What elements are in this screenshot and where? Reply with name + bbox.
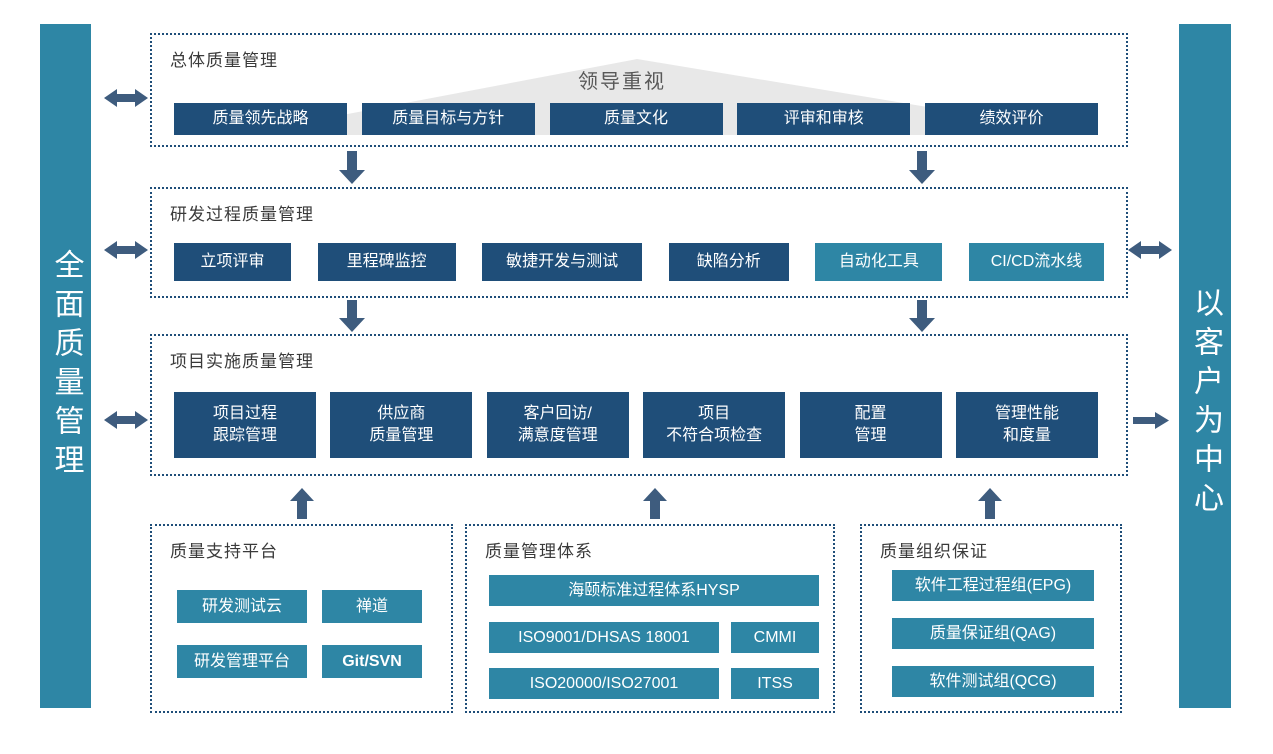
project-item: 配置 管理: [799, 392, 942, 458]
down-arrow-icon: [909, 151, 935, 184]
support-item: 研发管理平台: [177, 645, 307, 678]
mgmt-standard-item: ISO9001/DHSAS 18001: [489, 622, 719, 653]
panel-mgmt-title: 质量管理体系: [485, 542, 593, 561]
project-item-line: 满意度管理: [517, 427, 598, 444]
project-items-row: 项目过程 跟踪管理 供应商 质量管理 客户回访/ 满意度管理 项目 不符合项检查…: [174, 392, 1098, 458]
rd-items-row: 立项评审 里程碑监控 敏捷开发与测试 缺陷分析 自动化工具 CI/CD流水线: [174, 243, 1104, 281]
project-item-line: 客户回访/: [523, 405, 592, 423]
panel-overall-title: 总体质量管理: [170, 51, 278, 70]
bidirectional-arrow-icon: [104, 411, 148, 429]
rd-item-tool: CI/CD流水线: [968, 243, 1104, 281]
bidirectional-arrow-icon: [1128, 241, 1172, 259]
mgmt-standard-item: ISO20000/ISO27001: [489, 668, 719, 699]
project-item-line: 跟踪管理: [212, 427, 277, 444]
overall-item: 质量文化: [549, 103, 723, 135]
panel-project-impl: 项目实施质量管理 项目过程 跟踪管理 供应商 质量管理 客户回访/ 满意度管理 …: [150, 334, 1128, 476]
left-vertical-banner: 全面质量管理: [40, 24, 91, 708]
project-item-line: 项目过程: [212, 405, 277, 423]
leadership-banner-label: 领导重视: [578, 71, 666, 93]
project-item: 管理性能 和度量: [955, 392, 1098, 458]
up-arrow-icon: [290, 488, 314, 519]
support-item: 禅道: [322, 590, 422, 623]
down-arrow-icon: [339, 300, 365, 332]
project-item: 供应商 质量管理: [330, 392, 473, 458]
rd-item: 立项评审: [174, 243, 291, 281]
project-item: 项目过程 跟踪管理: [174, 392, 316, 458]
mgmt-standard-item: CMMI: [731, 622, 819, 653]
panel-rd-process: 研发过程质量管理 立项评审 里程碑监控 敏捷开发与测试 缺陷分析 自动化工具 C…: [150, 187, 1128, 298]
rd-item: 里程碑监控: [317, 243, 456, 281]
bidirectional-arrow-icon: [104, 89, 148, 107]
panel-rd-title: 研发过程质量管理: [170, 205, 314, 224]
mgmt-standard-item: ITSS: [731, 668, 819, 699]
project-item-line: 管理性能: [994, 405, 1059, 423]
down-arrow-icon: [339, 151, 365, 184]
project-item-line: 和度量: [1002, 427, 1051, 444]
panel-overall-quality: 总体质量管理 领导重视 质量领先战略 质量目标与方针 质量文化 评审和审核 绩效…: [150, 33, 1128, 147]
overall-item: 评审和审核: [737, 103, 911, 135]
right-arrow-icon: [1133, 412, 1169, 429]
project-item-line: 质量管理: [369, 427, 434, 444]
overall-item: 质量目标与方针: [361, 103, 535, 135]
panel-mgmt-system: 质量管理体系 海颐标准过程体系HYSP ISO9001/DHSAS 18001 …: [465, 524, 835, 713]
panel-support-platform: 质量支持平台 研发测试云 禅道 研发管理平台 Git/SVN: [150, 524, 453, 713]
project-item-line: 管理: [854, 427, 887, 444]
panel-org-title: 质量组织保证: [880, 542, 988, 561]
right-banner-label: 以客户为中心: [1189, 287, 1222, 521]
support-item: 研发测试云: [177, 590, 307, 623]
rd-item-tool: 自动化工具: [815, 243, 943, 281]
panel-project-title: 项目实施质量管理: [170, 352, 314, 371]
rd-item: 缺陷分析: [668, 243, 789, 281]
support-item: Git/SVN: [322, 645, 422, 678]
right-vertical-banner: 以客户为中心: [1179, 24, 1231, 708]
panel-org-assurance: 质量组织保证 软件工程过程组(EPG) 质量保证组(QAG) 软件测试组(QCG…: [860, 524, 1122, 713]
up-arrow-icon: [643, 488, 667, 519]
project-item: 客户回访/ 满意度管理: [486, 392, 629, 458]
project-item-line: 不符合项检查: [666, 427, 763, 444]
overall-item: 质量领先战略: [174, 103, 347, 135]
overall-item: 绩效评价: [925, 103, 1098, 135]
down-arrow-icon: [909, 300, 935, 332]
mgmt-primary-item: 海颐标准过程体系HYSP: [489, 575, 819, 606]
rd-item: 敏捷开发与测试: [482, 243, 643, 281]
org-item: 软件测试组(QCG): [892, 666, 1094, 697]
bidirectional-arrow-icon: [104, 241, 148, 259]
up-arrow-icon: [978, 488, 1002, 519]
panel-support-title: 质量支持平台: [170, 542, 278, 561]
project-item: 项目 不符合项检查: [643, 392, 786, 458]
project-item-line: 配置: [854, 405, 887, 423]
overall-items-row: 质量领先战略 质量目标与方针 质量文化 评审和审核 绩效评价: [174, 103, 1098, 135]
left-banner-label: 全面质量管理: [49, 249, 83, 483]
org-item: 质量保证组(QAG): [892, 618, 1094, 649]
project-item-line: 供应商: [377, 405, 426, 423]
project-item-line: 项目: [698, 405, 731, 423]
org-item: 软件工程过程组(EPG): [892, 570, 1094, 601]
